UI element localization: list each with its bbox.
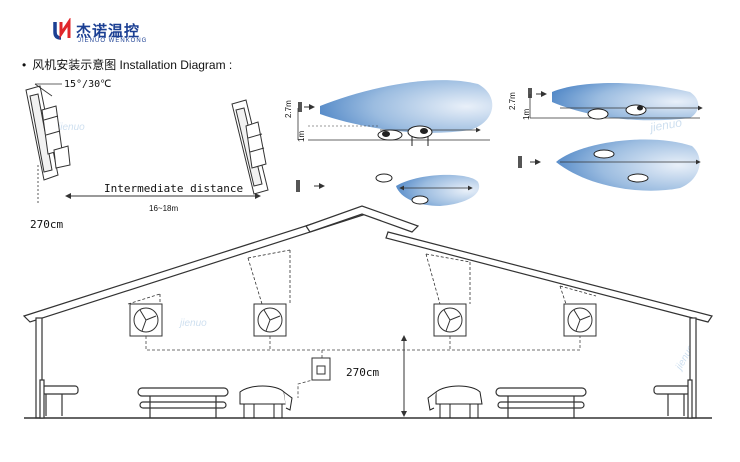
- height-label-left: 270cm: [30, 218, 64, 231]
- bullet: •: [22, 58, 27, 72]
- stalls: [39, 379, 693, 419]
- intermediate-distance-label: Intermediate distance: [104, 182, 244, 195]
- span-label: 16~18m: [149, 204, 179, 213]
- airflow-diagram-right: [518, 83, 703, 191]
- control-box: [311, 357, 331, 381]
- brand-name: 杰诺温控: [76, 22, 141, 40]
- barn-section: [22, 205, 713, 419]
- section-title: • 风机安装示意图 Installation Diagram :: [22, 56, 232, 73]
- height-27m-label-a: 2.7m: [284, 100, 293, 118]
- airflow-diagram-lower: [296, 173, 480, 206]
- watermark: jienuo: [180, 318, 207, 329]
- watermark: jienuo: [649, 115, 684, 135]
- brand-subtitle: JIENUO WENKONG: [78, 38, 148, 44]
- wall-fan-right: [231, 99, 269, 195]
- jn-logo-icon: [53, 18, 71, 40]
- wall-fan-left: [25, 85, 71, 181]
- ceiling-fan: [563, 303, 597, 337]
- cow: [427, 385, 483, 418]
- height-1m-label-b: 1m: [522, 108, 531, 120]
- cow: [239, 385, 293, 418]
- watermark: jienuo: [673, 343, 697, 372]
- angle-label: 15°/30℃: [64, 79, 112, 90]
- airflow-diagram-middle: [297, 80, 493, 146]
- ceiling-fan: [129, 303, 163, 337]
- height-1m-label-a: 1m: [297, 130, 306, 142]
- ceiling-fan: [253, 303, 287, 337]
- fan-hangers: [127, 249, 597, 305]
- section-title-text: 风机安装示意图 Installation Diagram :: [32, 58, 233, 72]
- watermark: jienuo: [58, 122, 85, 133]
- height-27m-label-b: 2.7m: [508, 92, 517, 110]
- ceiling-fan: [433, 303, 467, 337]
- height-label-barn: 270cm: [346, 366, 380, 379]
